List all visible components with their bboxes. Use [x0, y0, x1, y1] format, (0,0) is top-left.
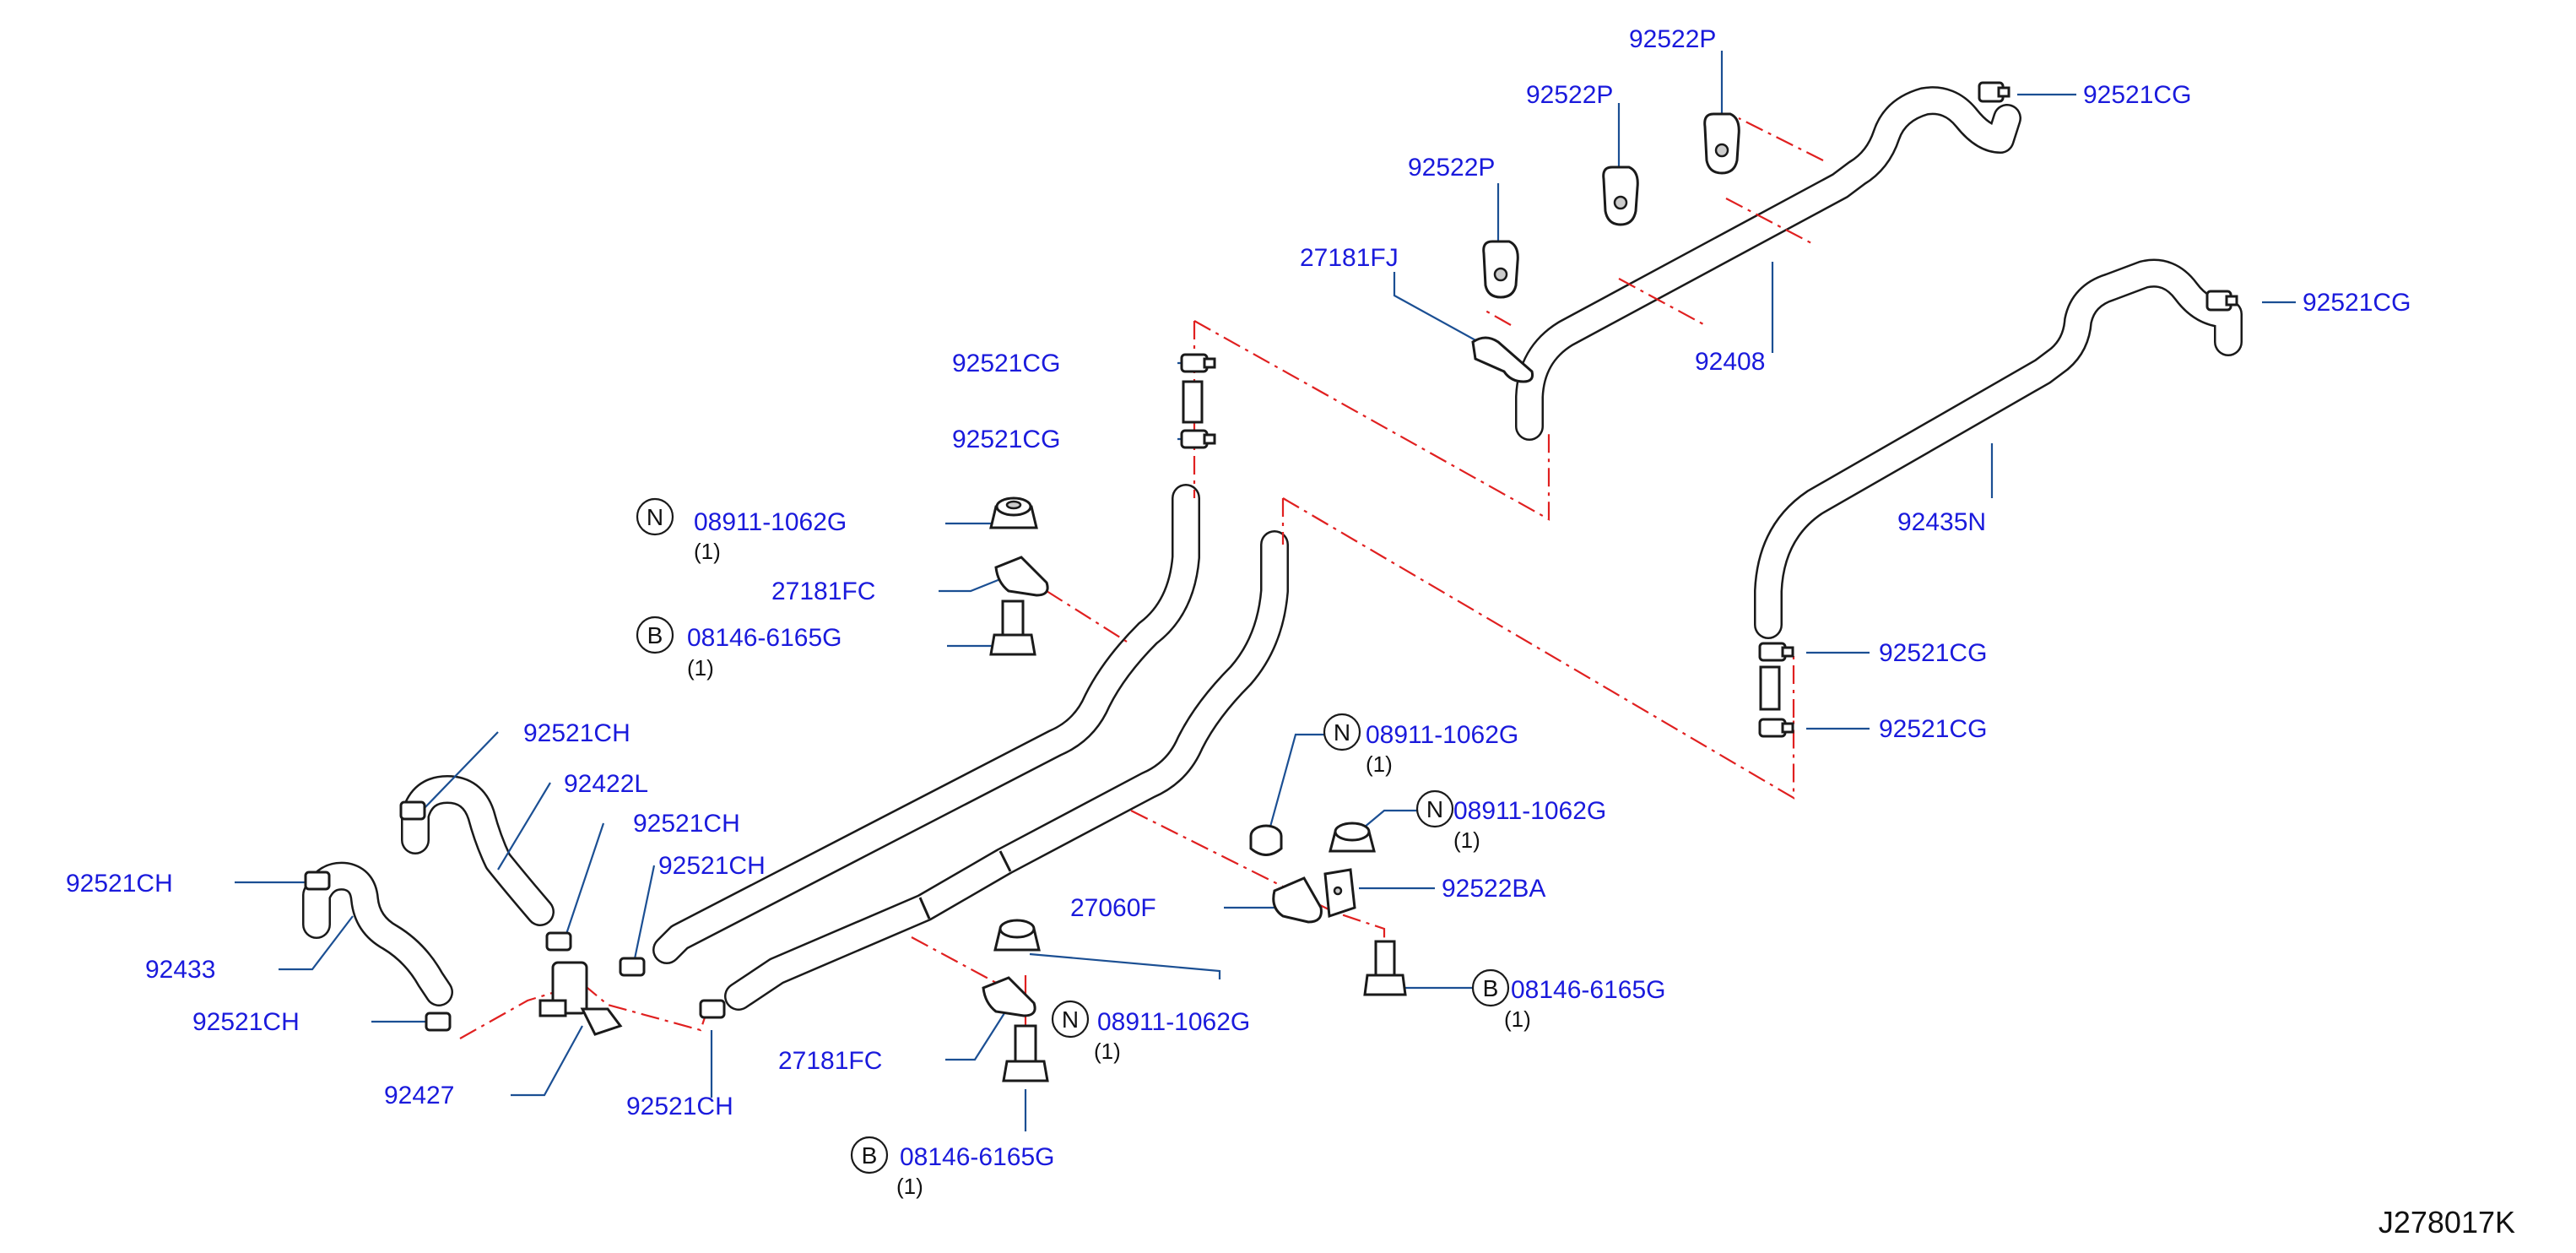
- part-label: 92522P: [1526, 81, 1613, 109]
- marker-letter: B: [1483, 975, 1499, 1001]
- part-label: 27181FC: [778, 1047, 882, 1075]
- pipe-joint-right: [1759, 665, 1781, 711]
- part-label: 27060F: [1070, 894, 1156, 922]
- part-label: 08911-1062G: [1097, 1008, 1250, 1036]
- clamp-92521cg-l2: [1180, 429, 1216, 449]
- marker-circle: [636, 497, 674, 536]
- marker-letter: N: [647, 504, 663, 530]
- clip-27181fc-lower: [982, 976, 1036, 1017]
- clamp-92521ch-b: [304, 871, 331, 891]
- part-label: 92521CH: [633, 810, 740, 838]
- clamp-92521ch-d: [619, 957, 646, 977]
- part-label: 92522P: [1629, 25, 1716, 53]
- hose-92433: [302, 861, 453, 1006]
- part-label: 92521CG: [952, 426, 1060, 453]
- marker-letter: N: [1334, 719, 1350, 746]
- part-qty: (1): [687, 655, 714, 681]
- bracket-27060f: [1272, 876, 1323, 924]
- clamp-92521ch-c: [545, 931, 572, 952]
- marker-circle: [1471, 968, 1510, 1007]
- clamp-92521cg-r1: [1758, 642, 1794, 662]
- marker-letter: N: [1426, 796, 1443, 822]
- part-label: 92521CG: [1879, 715, 1987, 743]
- part-label: 08911-1062G: [1453, 797, 1606, 825]
- part-label: 92521CH: [658, 852, 766, 880]
- clamp-92521ch-a: [399, 800, 426, 821]
- clamp-92521ch-f: [699, 999, 726, 1019]
- bolt-right: [1363, 940, 1407, 996]
- part-label: 92408: [1695, 348, 1765, 376]
- part-label: 08146-6165G: [1511, 976, 1666, 1004]
- part-label: 08146-6165G: [687, 624, 842, 652]
- bracket-92522ba: [1323, 868, 1356, 919]
- nut-upper: [989, 496, 1038, 529]
- bolt-upper: [989, 599, 1036, 656]
- pipe-joint-left: [1182, 380, 1204, 424]
- marker-letter: B: [862, 1142, 878, 1169]
- marker-circle: [636, 616, 674, 654]
- part-label: 92427: [384, 1082, 454, 1109]
- part-qty: (1): [896, 1174, 923, 1199]
- connector-92427: [538, 961, 623, 1036]
- part-label: 92435N: [1897, 508, 1986, 536]
- part-qty: (1): [1094, 1039, 1121, 1064]
- marker-circle: [1051, 1000, 1090, 1039]
- clip-27181fj: [1471, 336, 1534, 383]
- part-label: 92521CG: [952, 350, 1060, 377]
- diagram-reference-code: J278017K: [2378, 1205, 2515, 1239]
- part-label: 92522P: [1408, 154, 1495, 182]
- marker-letter: N: [1062, 1006, 1079, 1033]
- part-label: 92521CH: [66, 870, 173, 898]
- part-label: 92521CG: [2083, 81, 2191, 109]
- hoses: [302, 86, 2243, 1011]
- part-qty: (1): [1366, 751, 1393, 777]
- hose-long-upper: [652, 484, 1200, 964]
- hose-92422l: [401, 775, 555, 926]
- clamp-92521ch-e: [425, 1012, 452, 1032]
- nut-right-a: [1249, 824, 1283, 856]
- marker-circle: [1415, 789, 1454, 828]
- bolt-lower: [1002, 1024, 1049, 1082]
- marker-circle: [850, 1136, 889, 1174]
- part-qty: (1): [694, 539, 721, 564]
- marker-letter: B: [647, 622, 663, 648]
- clamp-92522p-c: [1482, 240, 1519, 299]
- part-label: 92433: [145, 956, 215, 984]
- hose-long-lower: [724, 530, 1289, 1011]
- part-label: 92522BA: [1442, 875, 1545, 903]
- markers: N B N N B N B: [636, 497, 1510, 1174]
- clamp-92521cg-r2: [1758, 718, 1794, 738]
- part-label: 92521CH: [626, 1093, 733, 1120]
- clamp-92522p-b: [1602, 165, 1639, 226]
- part-label: 92521CG: [2303, 289, 2411, 317]
- part-label: 92521CG: [1879, 639, 1987, 667]
- part-qty: (1): [1504, 1006, 1531, 1032]
- hose-92408: [1515, 86, 2021, 441]
- part-qty: (1): [1453, 827, 1480, 853]
- part-label: 08911-1062G: [694, 508, 847, 536]
- clamp-92521cg-top: [1978, 81, 2010, 103]
- part-label: 92422L: [564, 770, 648, 798]
- clamp-92521cg-l1: [1180, 353, 1216, 373]
- clamp-92522p-a: [1703, 112, 1740, 175]
- clip-27181fc-upper: [994, 556, 1049, 597]
- hose-92435n: [1754, 258, 2243, 639]
- part-label: 08911-1062G: [1366, 721, 1518, 749]
- part-label: 92521CH: [192, 1008, 300, 1036]
- part-label: 08146-6165G: [900, 1143, 1055, 1171]
- parts: [304, 81, 2238, 1082]
- part-label: 27181FC: [771, 578, 875, 605]
- labels: 92522P 92521CG 92522P 92522P 27181FJ 924…: [66, 25, 2515, 1239]
- nut-right-b: [1329, 822, 1376, 853]
- marker-circle: [1323, 713, 1361, 751]
- part-label: 27181FJ: [1300, 244, 1399, 272]
- leader-lines: [235, 51, 2296, 1131]
- nut-lower: [993, 919, 1041, 952]
- clamp-92521cg-right: [2205, 290, 2238, 312]
- part-label: 92521CH: [523, 719, 630, 747]
